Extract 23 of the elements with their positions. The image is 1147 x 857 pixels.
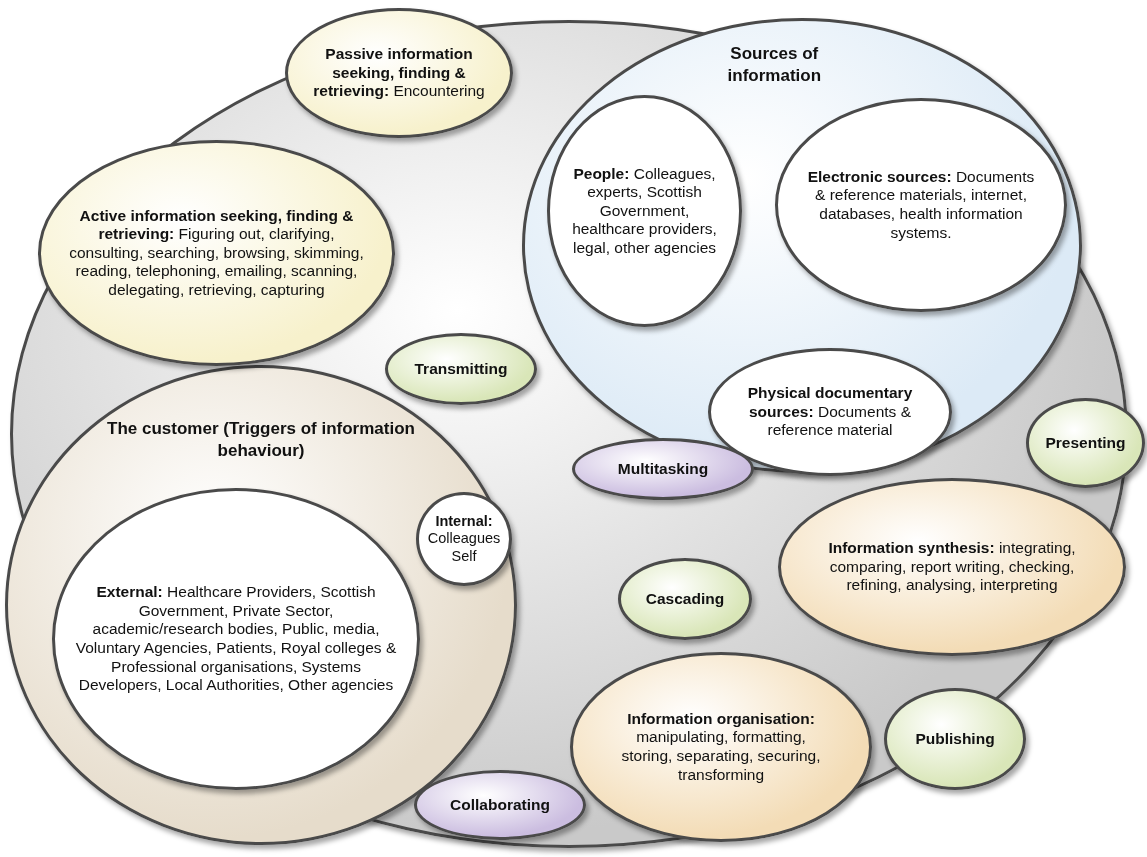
ellipse-text: Collaborating [450,795,550,815]
ellipse-text: Multitasking [617,459,709,479]
ellipse-text: Passive information seeking, finding & retrieving: Encountering [312,45,486,101]
ellipse-text: Active information seeking, finding & retrieving: Figuring out, clarifying, consulting, searching, browsing, skimming, reading, telephoning, emailing, scanning, delegating, retrieving, capturing [68,206,365,300]
activity-ellipse [414,770,586,840]
group-heading: The customer (Triggers of information behaviour) [106,418,416,463]
ellipse-text: Transmitting [414,359,508,379]
ellipse-text: Information organisation: manipulating, formatting, storing, separating, securing, transforming [620,709,822,785]
ellipse-text: Presenting [1045,433,1126,453]
activity-ellipse [778,478,1126,656]
ellipse-text: People: Colleagues, experts, Scottish Government, healthcare providers, legal, other agencies [571,164,718,258]
ellipse-text: Electronic sources: Documents & reference materials, internet, databases, health information systems. [807,167,1035,243]
activity-ellipse [884,688,1026,790]
ellipse-text: Physical documentary sources: Documents & reference material [746,384,914,440]
ellipse-text: Internal: Colleagues Self [426,512,502,566]
activity-ellipse [572,438,754,500]
ellipse-text: Cascading [645,589,725,609]
ellipse-text: Publishing [915,729,995,749]
group-heading: Sources of information [726,43,823,88]
trigger-ellipse [416,492,512,586]
ellipse-text: Information synthesis: integrating, comparing, report writing, checking, refining, analysing, interpreting [827,539,1077,595]
activity-ellipse [385,333,537,405]
ellipse-text: External: Healthcare Providers, Scottish Government, Private Sector, academic/research bodies, Public, media, Voluntary Agencies, Patients, Royal colleges & Professional organisations, Systems Developers, Local Authorities, Other agencies [74,583,398,695]
